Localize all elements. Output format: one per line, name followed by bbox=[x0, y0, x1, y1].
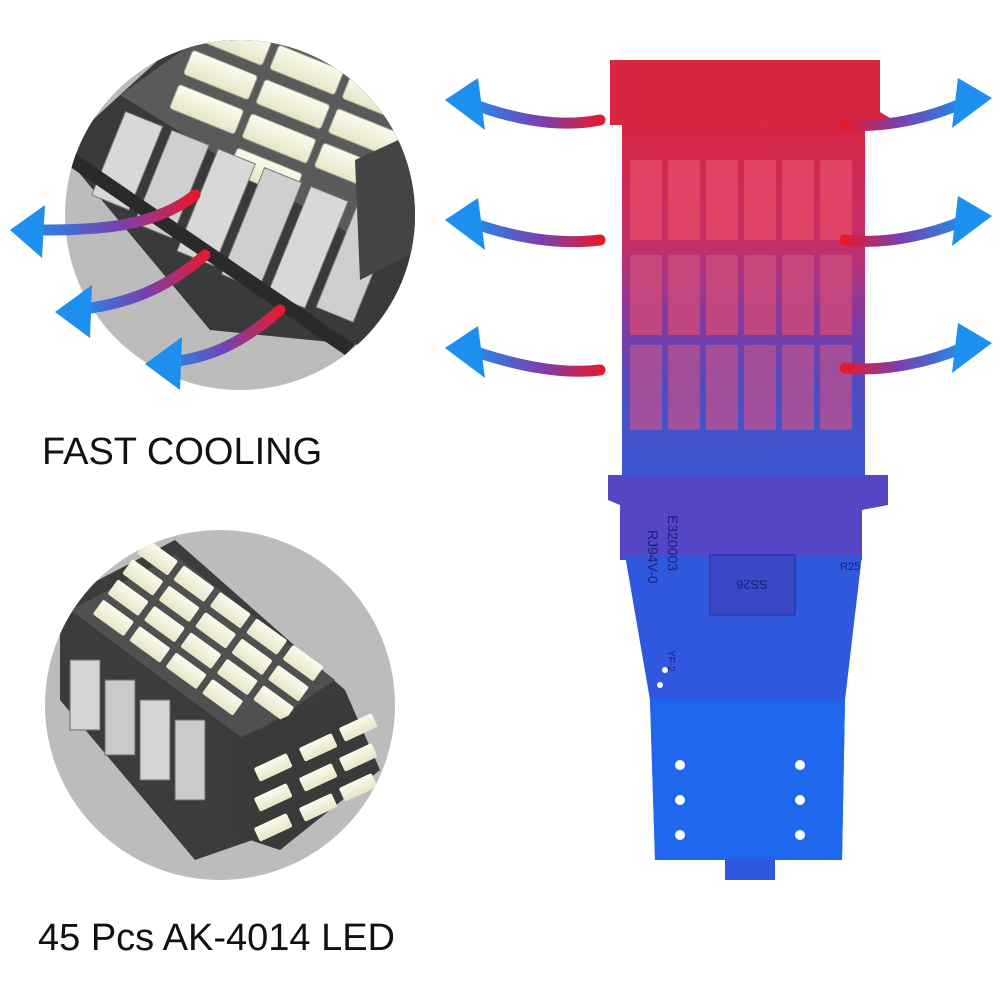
chip-marking: SS26 bbox=[736, 577, 768, 592]
part-marking: RJ94V-0 bbox=[645, 530, 661, 584]
cool-air-arrow-icon bbox=[10, 189, 201, 258]
led-chip-grid bbox=[93, 539, 323, 722]
cooling-detail-circle bbox=[10, 40, 415, 390]
cool-air-arrow-icon bbox=[55, 249, 211, 338]
hot-air-arrow-icon bbox=[445, 78, 606, 130]
heatsink-fins bbox=[69, 659, 206, 801]
hot-air-arrow-icon bbox=[839, 78, 992, 131]
model-marking: E320003 bbox=[665, 515, 681, 571]
caption-fast-cooling: FAST COOLING bbox=[42, 431, 322, 473]
caption-led-count: 45 Pcs AK-4014 LED bbox=[38, 917, 395, 959]
hot-air-arrow-icon bbox=[839, 196, 992, 247]
code-marking: YF-2 bbox=[665, 650, 676, 672]
cool-air-arrow-icon bbox=[145, 304, 286, 390]
led-board-cells bbox=[630, 160, 852, 430]
led-detail-circle bbox=[45, 530, 395, 880]
led-chip-end-face bbox=[254, 713, 378, 842]
hot-air-arrow-icon bbox=[839, 323, 992, 375]
resistor-marking: R25 bbox=[840, 561, 860, 573]
t15-bulb: SS26 R25 E320003 RJ94V-0 YF-2 bbox=[608, 60, 890, 880]
contact-pins bbox=[657, 667, 805, 840]
hot-air-arrow-icon bbox=[445, 326, 606, 378]
hot-air-arrow-icon bbox=[445, 198, 606, 250]
